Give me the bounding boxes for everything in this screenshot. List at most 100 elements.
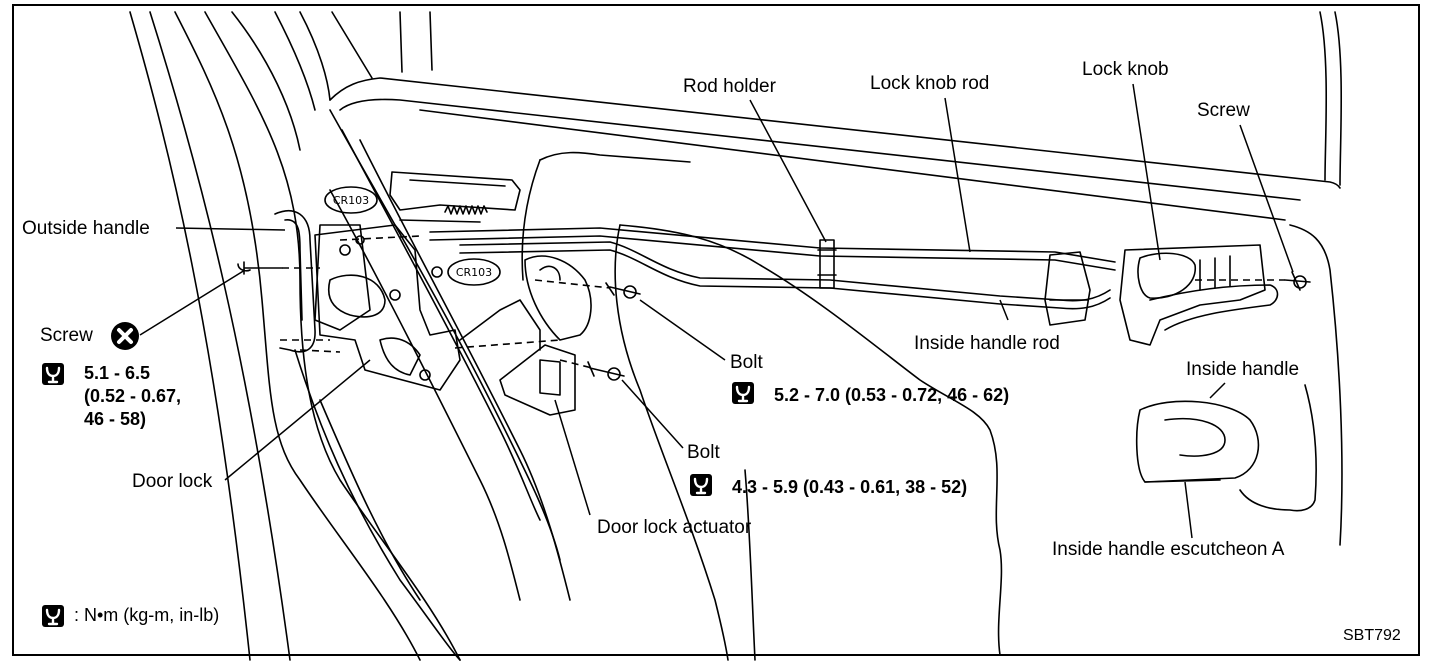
inside-handle-housing bbox=[1119, 244, 1266, 346]
bolt-lower bbox=[587, 361, 625, 377]
actuator-bracket bbox=[409, 179, 506, 187]
door-outline-curve bbox=[399, 11, 403, 73]
label-door-lock: Door lock bbox=[132, 471, 213, 492]
spec-screw-line-3: 46 - 58) bbox=[84, 409, 147, 430]
label-door-lock-actuator: Door lock actuator bbox=[597, 517, 752, 538]
panel-curve bbox=[359, 139, 571, 601]
torque-wrench-icon bbox=[690, 474, 712, 496]
door-rear-edge bbox=[1239, 384, 1317, 512]
dashed-install-line bbox=[454, 339, 561, 349]
actuator-plate bbox=[524, 255, 592, 341]
connector-label-2: CR103 bbox=[456, 266, 492, 279]
label-lock-knob: Lock knob bbox=[1082, 59, 1169, 80]
panel-curve bbox=[744, 469, 756, 661]
actuator-body bbox=[459, 299, 541, 351]
lock-bolt-hole bbox=[339, 244, 351, 256]
leader-screw-right bbox=[1239, 124, 1294, 273]
door-outline-curve bbox=[174, 11, 421, 661]
inside-handle-escutcheon bbox=[1144, 479, 1221, 483]
panel-curve bbox=[619, 224, 1003, 656]
actuator-bracket bbox=[389, 171, 521, 211]
torque-wrench-icon bbox=[732, 382, 754, 404]
leader-inside-handle-rod bbox=[999, 299, 1009, 321]
door-outline-curve bbox=[331, 11, 373, 79]
door-outline-curve bbox=[129, 11, 251, 661]
dashed-install-line bbox=[299, 349, 341, 353]
door-outline-curve bbox=[299, 11, 331, 101]
lock-bolt-hole bbox=[431, 266, 443, 278]
door-lock-body bbox=[328, 274, 386, 318]
rod-holder bbox=[817, 249, 837, 276]
leader-outside-handle bbox=[175, 227, 286, 231]
spec-screw: 5.1 - 6.5 (0.52 - 0.67, 46 - 58) bbox=[84, 362, 181, 431]
panel-curve bbox=[294, 349, 461, 661]
door-top-edge bbox=[329, 77, 1341, 189]
lock-knob-rod bbox=[429, 235, 1116, 271]
door-top-edge bbox=[419, 109, 1286, 221]
lock-bolt-hole bbox=[419, 369, 431, 381]
leader-escutcheon bbox=[1184, 481, 1193, 539]
legend-unit-text: : N•m (kg-m, in-lb) bbox=[74, 605, 220, 625]
connector-cr103-2 bbox=[447, 258, 501, 286]
label-inside-handle-escutcheon: Inside handle escutcheon A bbox=[1052, 539, 1285, 560]
label-bolt-lower: Bolt bbox=[687, 442, 720, 463]
lock-knob bbox=[1137, 252, 1196, 299]
panel-curve bbox=[341, 129, 541, 521]
actuator-link bbox=[399, 219, 481, 223]
inside-handle-rod bbox=[459, 249, 1111, 310]
do-not-reuse-icon bbox=[111, 322, 139, 350]
leader-screw-left bbox=[139, 269, 246, 336]
screw-inside-handle-head bbox=[1293, 275, 1307, 289]
door-lock-body bbox=[314, 224, 461, 391]
door-rear-edge bbox=[1319, 11, 1328, 181]
panel-curve bbox=[521, 159, 541, 281]
label-inside-handle: Inside handle bbox=[1186, 359, 1300, 380]
outside-handle bbox=[314, 224, 371, 331]
connector-label-1: CR103 bbox=[333, 194, 369, 207]
outside-handle bbox=[284, 219, 303, 321]
door-outline-curve bbox=[429, 11, 433, 71]
panel-curve bbox=[329, 189, 521, 601]
spec-bolt-lower: 4.3 - 5.9 (0.43 - 0.61, 38 - 52) bbox=[732, 477, 968, 497]
dashed-install-line bbox=[559, 359, 593, 369]
inside-handle-escutcheon bbox=[1164, 417, 1226, 457]
label-lock-knob-rod: Lock knob rod bbox=[870, 73, 990, 94]
actuator-plate bbox=[539, 265, 561, 281]
door-lock-body bbox=[379, 337, 421, 376]
leader-bolt-lower bbox=[621, 379, 684, 449]
spec-bolt-upper: 5.2 - 7.0 (0.53 - 0.72, 46 - 62) bbox=[774, 385, 1010, 405]
connector-cr103-1 bbox=[324, 186, 378, 214]
screw-outside-handle bbox=[237, 261, 283, 275]
panel-curve bbox=[539, 151, 691, 163]
rod-clip bbox=[1044, 251, 1091, 326]
label-rod-holder: Rod holder bbox=[683, 76, 776, 97]
leader-lock-knob bbox=[1132, 83, 1161, 261]
inside-handle-escutcheon bbox=[1135, 400, 1260, 483]
actuator-body bbox=[539, 359, 561, 396]
leader-inside-handle bbox=[1209, 382, 1226, 399]
actuator-spring bbox=[444, 205, 488, 215]
actuator-body bbox=[499, 344, 576, 416]
label-inside-handle-rod: Inside handle rod bbox=[914, 333, 1060, 354]
inside-handle-rod bbox=[459, 241, 1111, 302]
lock-bolt-hole bbox=[389, 289, 401, 301]
leader-rod-holder bbox=[749, 99, 827, 243]
panel-curve bbox=[319, 399, 421, 601]
spec-screw-line-1: 5.1 - 6.5 bbox=[84, 363, 151, 383]
panel-curve bbox=[329, 109, 561, 561]
diagram-frame bbox=[12, 4, 1420, 656]
door-rear-edge bbox=[1289, 224, 1343, 546]
dashed-install-line bbox=[534, 279, 611, 289]
outside-handle bbox=[274, 209, 316, 353]
leader-door-lock bbox=[224, 359, 371, 481]
spec-screw-line-2: (0.52 - 0.67, bbox=[84, 386, 182, 407]
figure-code: SBT792 bbox=[1343, 627, 1401, 644]
bolt-lower-head bbox=[607, 367, 621, 381]
label-screw-right: Screw bbox=[1197, 100, 1250, 121]
label-outside-handle: Outside handle bbox=[22, 218, 150, 239]
rod-holder bbox=[819, 239, 835, 289]
bolt-upper-head bbox=[623, 285, 637, 299]
door-top-edge bbox=[339, 98, 1301, 201]
inside-handle-lever bbox=[1149, 284, 1279, 331]
